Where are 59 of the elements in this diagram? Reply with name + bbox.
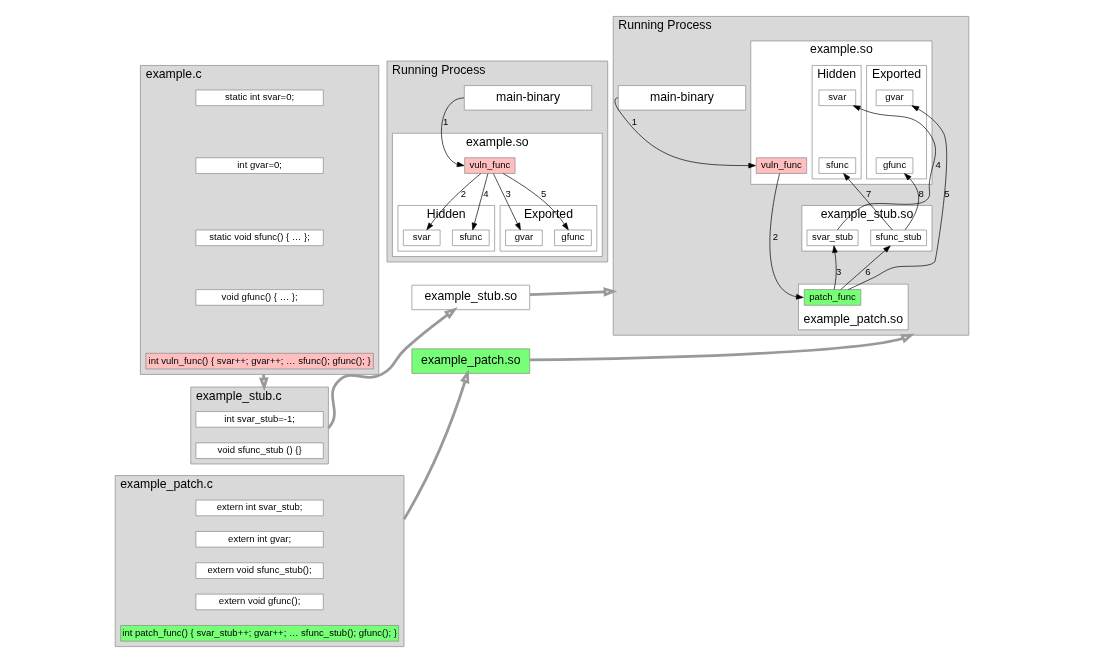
edge-label: 3 (836, 266, 842, 278)
node-box: extern int gvar; (195, 531, 324, 548)
node-box: sfunc_stub (870, 229, 927, 246)
node-box: example_stub.so (411, 284, 531, 311)
edge-label: 1 (442, 116, 449, 128)
node-box: svar_stub (806, 229, 859, 246)
edge-label: 6 (865, 266, 871, 278)
node-box: int vuln_func() { svar++; gvar++; … sfunc(); gfunc(); } (145, 352, 374, 370)
arrow (840, 245, 891, 290)
node-box: int patch_func() { svar_stub++; gvar++; … sfunc_stub(); gfunc(); } (120, 625, 399, 642)
node-box: void gfunc() { … }; (195, 289, 324, 306)
edge-label: 5 (944, 188, 950, 200)
node-box: int svar_stub=-1; (195, 411, 324, 428)
arrow (848, 105, 947, 290)
node-box: svar (818, 89, 857, 106)
arrow (769, 173, 804, 300)
arrow (614, 97, 756, 169)
node-box: sfunc (452, 229, 490, 246)
edge-label: 5 (541, 188, 547, 200)
node-box: gvar (505, 229, 543, 246)
edge-label: 2 (772, 231, 778, 243)
arrow (402, 369, 470, 520)
node-box: sfunc (818, 157, 857, 174)
arrow (441, 97, 465, 167)
node-box: vuln_func (464, 157, 516, 174)
node-box: vuln_func (755, 157, 807, 174)
arrow (502, 173, 569, 231)
node-box: extern void sfunc_stub(); (195, 562, 324, 579)
arrow (426, 173, 482, 231)
arrow (529, 287, 618, 297)
node-box: int gvar=0; (195, 157, 324, 174)
arrow (471, 173, 489, 231)
edge-label: 4 (483, 188, 489, 200)
node-box: main-binary (464, 85, 593, 111)
node-box: static void sfunc() { … }; (195, 229, 324, 246)
node-box: svar (403, 229, 441, 246)
node-box: example_patch.so (411, 348, 531, 374)
arrow (832, 245, 838, 290)
edge-label: 8 (918, 188, 924, 200)
node-box: gfunc (554, 229, 592, 246)
node-box: gfunc (875, 157, 914, 174)
edge-label: 2 (460, 188, 466, 200)
arrow (529, 333, 915, 362)
node-box: extern int svar_stub; (195, 499, 324, 517)
arrow (837, 105, 936, 231)
node-box: gvar (875, 89, 914, 106)
node-box: static int svar=0; (195, 89, 324, 106)
arrow (904, 173, 919, 231)
node-box: main-binary (617, 85, 746, 111)
edge-label: 3 (505, 188, 511, 200)
arrow (493, 173, 521, 231)
node-box: patch_func (803, 289, 862, 306)
arrow (843, 173, 893, 231)
edge-label: 7 (866, 188, 872, 200)
edge-label: 4 (935, 159, 941, 171)
node-box: void sfunc_stub () {} (195, 442, 324, 459)
arrow (327, 307, 458, 429)
node-box: extern void gfunc(); (195, 593, 324, 611)
edge-label: 1 (631, 116, 637, 128)
